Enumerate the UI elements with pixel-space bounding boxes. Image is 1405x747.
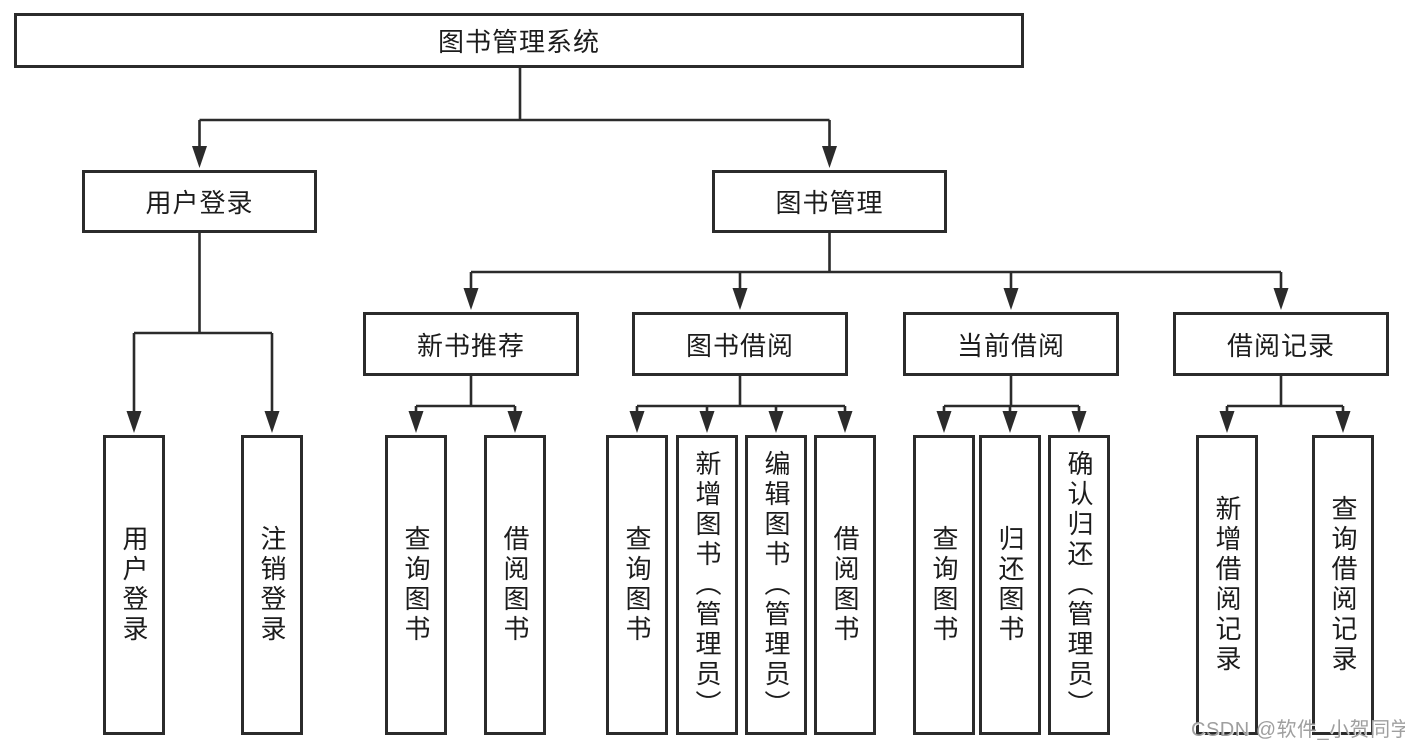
node-label: 用户登录 xyxy=(145,188,254,218)
node-new-book-recommend: 新书推荐 xyxy=(363,312,579,376)
leaf-borrowing-add-book-admin: 新增图书（管理员） xyxy=(676,435,738,735)
node-label: 用户登录 xyxy=(119,525,149,645)
arrow-down-icon xyxy=(264,411,280,433)
arrow-down-icon xyxy=(408,411,424,433)
node-label: 编辑图书（管理员） xyxy=(761,450,791,720)
node-library-management-system: 图书管理系统 xyxy=(14,13,1024,68)
node-label: 归还图书 xyxy=(995,525,1025,645)
arrow-down-icon xyxy=(507,411,523,433)
arrow-down-icon xyxy=(768,411,784,433)
arrow-down-icon xyxy=(126,411,142,433)
arrow-down-icon xyxy=(822,146,837,168)
leaf-current-query-book: 查询图书 xyxy=(913,435,975,735)
node-label: 图书借阅 xyxy=(685,330,794,361)
connector-records-split xyxy=(1225,376,1345,418)
node-book-management: 图书管理 xyxy=(712,170,947,233)
node-label: 查询图书 xyxy=(929,525,959,645)
arrow-down-icon xyxy=(192,146,207,168)
leaf-user-login: 用户登录 xyxy=(103,435,165,735)
leaf-current-return-book: 归还图书 xyxy=(979,435,1041,735)
leaf-borrowing-edit-book-admin: 编辑图书（管理员） xyxy=(745,435,807,735)
node-current-borrowing: 当前借阅 xyxy=(903,312,1119,376)
node-label: 查询图书 xyxy=(622,525,652,645)
leaf-records-add-record: 新增借阅记录 xyxy=(1196,435,1258,735)
node-label: 当前借阅 xyxy=(956,330,1065,361)
leaf-recommend-borrow-book: 借阅图书 xyxy=(484,435,546,735)
node-label: 借阅图书 xyxy=(500,525,530,645)
arrow-down-icon xyxy=(1219,411,1235,433)
node-label: 新增借阅记录 xyxy=(1212,495,1242,675)
leaf-borrowing-query-book: 查询图书 xyxy=(606,435,668,735)
arrow-down-icon xyxy=(1003,288,1019,310)
node-label: 借阅记录 xyxy=(1226,330,1335,361)
node-user-login: 用户登录 xyxy=(82,170,317,233)
arrow-down-icon xyxy=(629,411,645,433)
leaf-recommend-query-book: 查询图书 xyxy=(385,435,447,735)
arrow-down-icon xyxy=(936,411,952,433)
node-label: 查询借阅记录 xyxy=(1328,495,1358,675)
arrow-down-icon xyxy=(837,411,853,433)
node-label: 确认归还（管理员） xyxy=(1064,450,1094,720)
leaf-borrowing-borrow-book: 借阅图书 xyxy=(814,435,876,735)
node-label: 查询图书 xyxy=(401,525,431,645)
node-label: 图书管理 xyxy=(775,188,884,218)
arrow-down-icon xyxy=(463,288,479,310)
arrow-down-icon xyxy=(1071,411,1087,433)
arrow-down-icon xyxy=(1335,411,1351,433)
node-label: 新增图书（管理员） xyxy=(692,450,722,720)
connector-recommend-split xyxy=(414,376,517,418)
leaf-records-query-record: 查询借阅记录 xyxy=(1312,435,1374,735)
arrow-down-icon xyxy=(732,288,748,310)
arrow-down-icon xyxy=(1273,288,1289,310)
csdn-watermark: CSDN @软件_小贺同学 xyxy=(1191,719,1405,741)
node-book-borrowing: 图书借阅 xyxy=(632,312,848,376)
node-label: 图书管理系统 xyxy=(437,27,600,57)
node-borrowing-records: 借阅记录 xyxy=(1173,312,1389,376)
leaf-current-confirm-return-admin: 确认归还（管理员） xyxy=(1048,435,1110,735)
connector-root-split xyxy=(198,67,831,152)
node-label: 新书推荐 xyxy=(416,330,525,361)
connector-user-login-split xyxy=(132,233,274,418)
arrow-down-icon xyxy=(1002,411,1018,433)
node-label: 注销登录 xyxy=(257,525,287,645)
connector-book-mgmt-split xyxy=(469,233,1283,295)
arrow-down-icon xyxy=(699,411,715,433)
leaf-logout: 注销登录 xyxy=(241,435,303,735)
node-label: 借阅图书 xyxy=(830,525,860,645)
connector-borrowing-split xyxy=(635,376,847,418)
